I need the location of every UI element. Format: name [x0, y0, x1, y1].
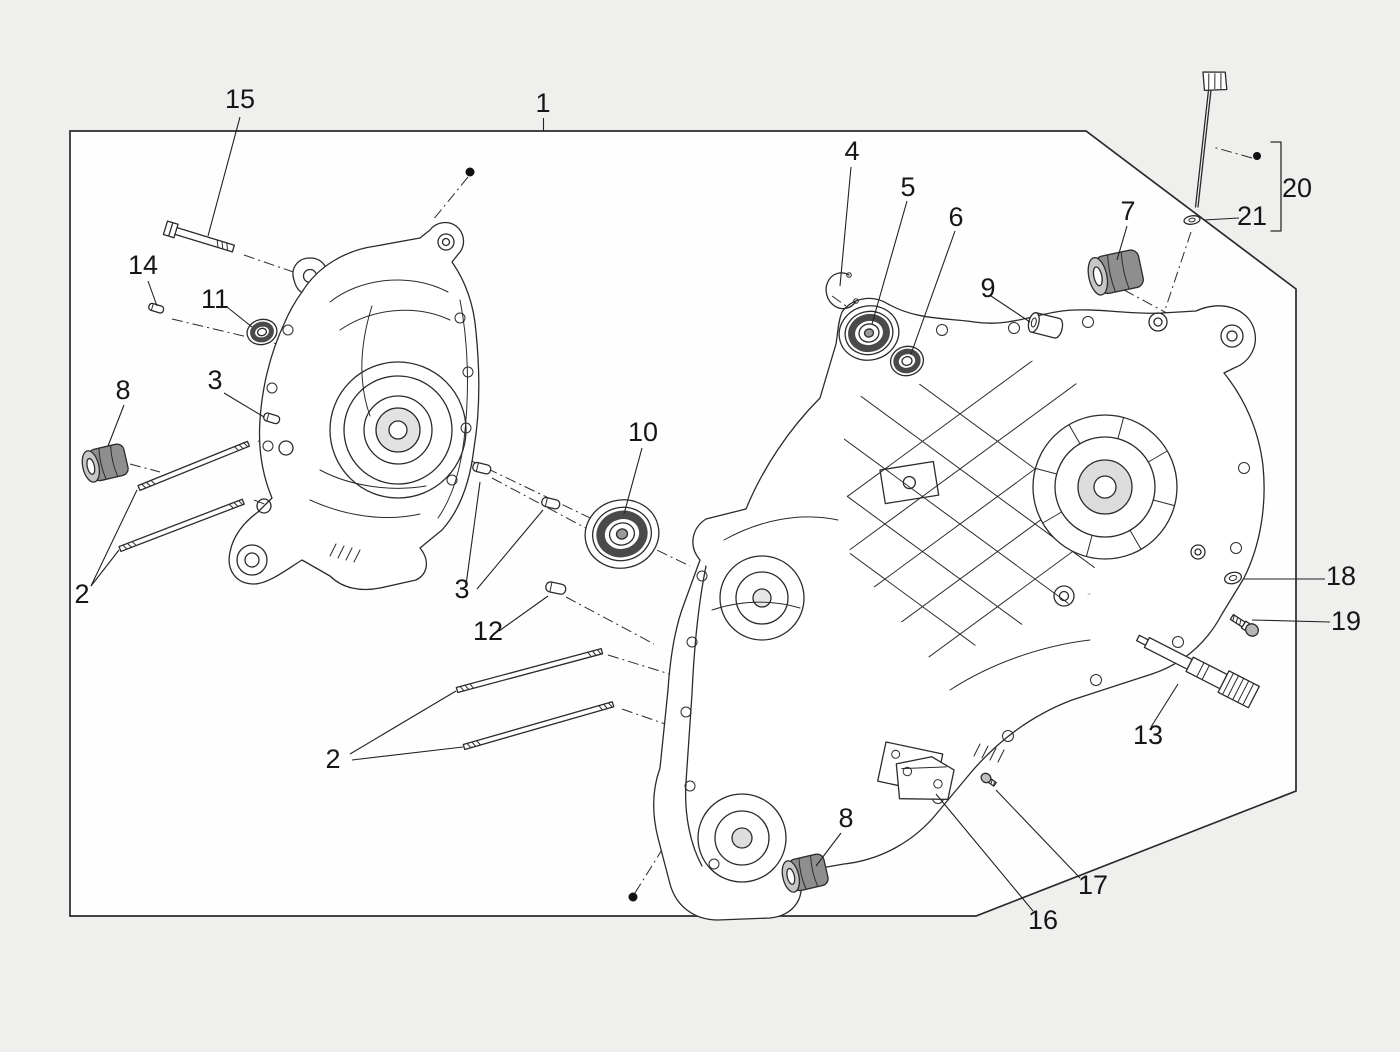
callout-15-label: 15: [225, 84, 255, 114]
callout-3-upper-label: 3: [207, 365, 222, 395]
left-crankcase-half: [228, 221, 480, 591]
ref-dot-bottom: [628, 892, 638, 902]
flange-holes: [680, 316, 1250, 870]
callout-5-label: 5: [900, 172, 915, 202]
callout-21-label: 21: [1237, 201, 1267, 231]
flange-holes-left: [262, 312, 474, 486]
callout-labels: 15 1 4 5 6 7 9 14 11 8 3 10 2 3 12 2 13 …: [74, 84, 1361, 935]
callout-10-label: 10: [628, 417, 658, 447]
case-tab: [879, 460, 940, 505]
dowel-3-mid-a: [472, 461, 492, 475]
callout-6-label: 6: [948, 202, 963, 232]
ref-dot-top-right: [1253, 152, 1261, 160]
callout-7-label: 7: [1120, 196, 1135, 226]
silent-block-8-left: [81, 443, 129, 483]
stud-2-left-lower: [118, 498, 245, 553]
callout-2-bottom-label: 2: [325, 744, 340, 774]
leader-lines: [90, 116, 1331, 912]
circlip-4: [825, 272, 859, 310]
callout-16-label: 16: [1028, 905, 1058, 935]
spacer-9: [1027, 312, 1064, 339]
callout-1-label: 1: [535, 88, 550, 118]
callout-9-label: 9: [980, 273, 995, 303]
silent-block-7: [1087, 249, 1144, 296]
pin-14: [148, 302, 165, 314]
washer-18: [1223, 571, 1243, 585]
callout-3-mid-label: 3: [454, 574, 469, 604]
callout-20-label: 20: [1282, 173, 1312, 203]
callout-11-label: 11: [201, 284, 229, 314]
dowel-3-upper: [263, 412, 281, 425]
bolt-19: [1229, 613, 1260, 637]
callout-2-left-label: 2: [74, 579, 89, 609]
rib-lattice: [842, 356, 1118, 664]
ref-dot-left: [465, 167, 475, 177]
washer-21: [1183, 215, 1201, 225]
dowel-12: [545, 581, 567, 595]
drive-shaft-13: [1135, 634, 1260, 709]
stud-2-bottom-lower: [462, 701, 615, 751]
oil-seal-11: [246, 318, 278, 346]
ball-bearing-5: [838, 305, 900, 361]
callout-8-left-label: 8: [115, 375, 130, 405]
callout-18-label: 18: [1326, 561, 1356, 591]
callout-4-label: 4: [844, 136, 859, 166]
reference-dots: [465, 152, 1261, 902]
callout-12-label: 12: [473, 616, 503, 646]
callout-19-label: 19: [1331, 606, 1361, 636]
screw-17: [980, 772, 997, 787]
callout-8-bottom-label: 8: [838, 803, 853, 833]
oil-seal-6: [889, 345, 925, 377]
bracket-20-21: [1270, 141, 1282, 232]
stud-2-left-upper: [137, 440, 251, 492]
callout-17-label: 17: [1078, 870, 1108, 900]
dowel-3-mid-b: [541, 496, 561, 510]
callout-13-label: 13: [1133, 720, 1163, 750]
right-crankcase-half: [653, 297, 1265, 921]
stud-2-bottom-upper: [455, 648, 604, 694]
dipstick-20: [1194, 71, 1228, 208]
cover-plate-16: [895, 756, 955, 801]
ball-bearing-10: [584, 499, 660, 569]
bolt-15: [162, 220, 236, 253]
callout-14-label: 14: [128, 250, 158, 280]
